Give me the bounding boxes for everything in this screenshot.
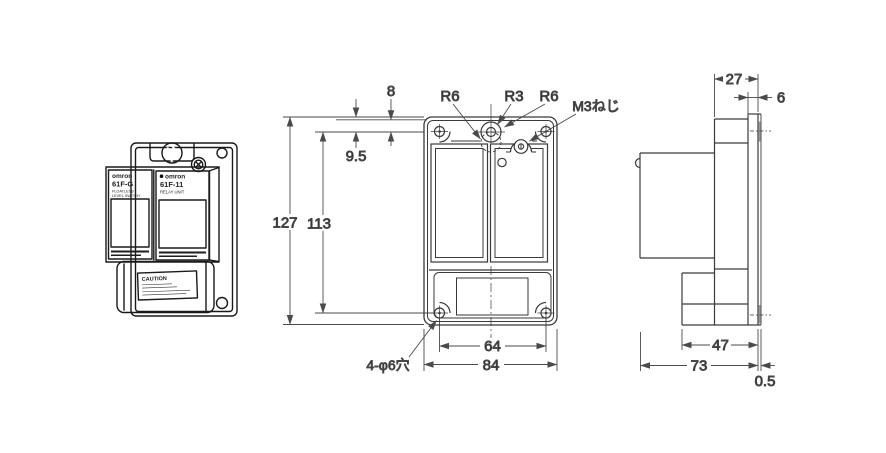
desc-left-2: LEVEL SWITCH xyxy=(112,194,140,198)
plate-hole-top-icon xyxy=(216,147,228,159)
callout-m3-screw: M3ねじ xyxy=(529,98,620,142)
dimension-0-5: 0.5 xyxy=(754,362,776,390)
dimension-127: 127 xyxy=(272,116,298,325)
terminal-label-area xyxy=(456,277,529,316)
model-right: 61F-11 xyxy=(160,180,183,189)
dim-64-label: 64 xyxy=(484,338,501,355)
label-m3-screw: M3ねじ xyxy=(572,98,619,114)
caution-title: CAUTION xyxy=(142,276,167,283)
dimension-9-5: 9.5 xyxy=(345,99,367,165)
relay-unit-body: omron 61F-G FLOATLESS LEVEL SWITCH omron… xyxy=(105,142,220,263)
desc-left-1: FLOATLESS xyxy=(112,190,134,194)
brand-right: omron xyxy=(165,174,185,181)
front-view: 127 113 9.5 8 64 84 R xyxy=(272,83,620,375)
dim-127-label: 127 xyxy=(272,215,297,232)
side-view: 27 6 47 73 0.5 xyxy=(634,71,786,390)
mount-hole-bottom-right xyxy=(534,301,555,321)
dimension-47: 47 xyxy=(681,337,759,354)
dimension-84: 84 xyxy=(423,356,558,374)
dim-73-label: 73 xyxy=(691,358,708,375)
window-right-inner xyxy=(494,148,544,258)
dim-27-label: 27 xyxy=(726,71,743,88)
dim-0-5-label: 0.5 xyxy=(755,373,776,390)
bullet-icon xyxy=(159,174,164,178)
display-window-right xyxy=(158,199,207,249)
model-left: 61F-G xyxy=(112,180,133,189)
dim-47-label: 47 xyxy=(712,337,729,354)
mount-hole-top-right xyxy=(534,124,555,143)
keyhole-slot xyxy=(477,104,505,153)
callout-r3: R3 xyxy=(497,88,524,125)
caution-label: CAUTION xyxy=(136,270,199,301)
dim-9-5-label: 9.5 xyxy=(346,148,367,165)
brand-left: omron xyxy=(112,173,132,180)
label-r3: R3 xyxy=(504,88,523,105)
window-left-outer xyxy=(430,143,489,263)
dimension-113: 113 xyxy=(306,131,332,314)
dimension-6: 6 xyxy=(734,89,786,107)
plate-keyhole-shaded xyxy=(758,121,761,142)
module-61f-11-face: omron 61F-11 RELAY UNIT xyxy=(158,174,207,257)
knurled-screw-icon xyxy=(161,142,183,164)
side-screw-bump xyxy=(634,157,641,169)
label-r6-left: R6 xyxy=(440,88,459,105)
window-right-outer xyxy=(489,143,549,263)
callout-r6-left: R6 xyxy=(440,88,481,140)
side-profile-outline xyxy=(634,118,748,326)
front-extension-lines xyxy=(283,116,558,371)
mount-hole-bottom-left xyxy=(431,301,451,321)
m3-screw-tab xyxy=(506,139,536,154)
dim-113-label: 113 xyxy=(307,216,331,233)
window-left-inner xyxy=(435,148,484,258)
label-r6-right: R6 xyxy=(539,88,558,105)
dim-6-label: 6 xyxy=(777,90,785,107)
callout-r6-right: R6 xyxy=(504,88,559,128)
front-case-outline xyxy=(423,116,558,326)
plate-hole-bottom-icon xyxy=(215,296,229,310)
phillips-screw-icon xyxy=(190,156,207,173)
module-61f-g-face: omron 61F-G FLOATLESS LEVEL SWITCH xyxy=(110,173,150,256)
dim-8-label: 8 xyxy=(387,83,395,100)
mount-hole-top-left xyxy=(431,124,451,143)
dimension-27: 27 xyxy=(714,71,759,88)
desc-right-1: RELAY UNIT xyxy=(160,190,185,195)
display-window-left xyxy=(110,198,150,248)
product-illustration: omron 61F-G FLOATLESS LEVEL SWITCH omron… xyxy=(105,142,238,317)
callout-mount-holes: 4-φ6穴 xyxy=(366,320,437,373)
dimension-64: 64 xyxy=(439,338,547,355)
plate-hole-shaded xyxy=(758,305,761,324)
dim-84-label: 84 xyxy=(483,357,500,374)
indicator-hole xyxy=(497,157,507,168)
mounting-holes xyxy=(431,124,555,321)
dimension-73: 73 xyxy=(640,357,759,375)
back-mounting-plate xyxy=(130,142,238,317)
terminal-cover: CAUTION xyxy=(116,260,215,314)
dimension-8: 8 xyxy=(386,83,396,146)
side-mounting-plate xyxy=(747,113,771,326)
label-mount-holes: 4-φ6穴 xyxy=(366,357,409,373)
